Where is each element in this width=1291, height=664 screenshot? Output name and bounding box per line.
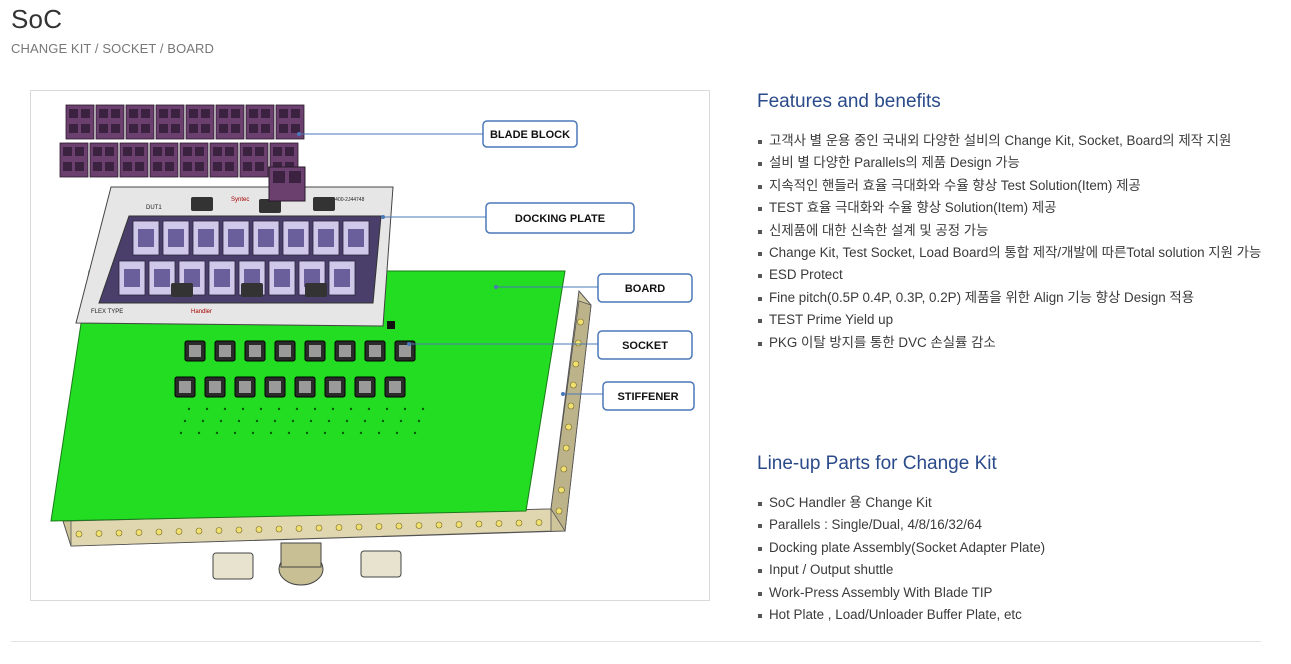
- plate-dut-label: DUT1: [146, 205, 162, 211]
- blade-module: [125, 104, 155, 140]
- blade-module: [95, 104, 125, 140]
- socket: [294, 376, 316, 398]
- lineup-list: SoC Handler 용 Change Kit Parallels : Sin…: [757, 492, 1262, 626]
- socket: [324, 376, 346, 398]
- page-title: SoC: [11, 4, 63, 34]
- callout-blade-block: BLADE BLOCK: [482, 120, 578, 148]
- blade-module: [155, 104, 185, 140]
- callout-docking-plate: DOCKING PLATE: [485, 202, 635, 234]
- list-item: TEST Prime Yield up: [757, 309, 1262, 331]
- socket: [274, 340, 296, 362]
- callout-stiffener-label: STIFFENER: [617, 391, 678, 403]
- callout-blade-block-label: BLADE BLOCK: [490, 129, 570, 141]
- blade-module: [215, 104, 245, 140]
- list-item: Docking plate Assembly(Socket Adapter Pl…: [757, 537, 1262, 559]
- socket: [304, 340, 326, 362]
- blade-module: [65, 104, 95, 140]
- features-title: Features and benefits: [757, 91, 941, 112]
- docking-plate: DUT1 Syntec TP5400-2J44748 FLEX TYPE Han…: [75, 186, 394, 327]
- blade-module: [239, 142, 269, 178]
- blade-block: [59, 104, 306, 202]
- list-item: 설비 별 다양한 Parallels의 제품 Design 가능: [757, 152, 1262, 174]
- blade-module: [149, 142, 179, 178]
- list-item: Input / Output shuttle: [757, 559, 1262, 581]
- list-item: 신제품에 대한 신속한 설계 및 공정 가능: [757, 220, 1262, 242]
- callout-docking-plate-label: DOCKING PLATE: [515, 213, 605, 225]
- socket: [174, 376, 196, 398]
- callout-board-label: BOARD: [625, 283, 665, 295]
- blade-module: [119, 142, 149, 178]
- socket: [214, 340, 236, 362]
- blade-module: [185, 104, 215, 140]
- list-item: Hot Plate , Load/Unloader Buffer Plate, …: [757, 604, 1262, 626]
- callout-board: BOARD: [597, 273, 693, 303]
- plate-cell: [312, 220, 340, 256]
- breadcrumb: CHANGE KIT / SOCKET / BOARD: [11, 41, 215, 56]
- board-pcb: [50, 270, 566, 522]
- blade-module: [209, 142, 239, 178]
- callout-socket-label: SOCKET: [622, 340, 668, 352]
- list-item: Parallels : Single/Dual, 4/8/16/32/64: [757, 514, 1262, 536]
- plate-cell: [282, 220, 310, 256]
- blade-module: [89, 142, 119, 178]
- list-item: SoC Handler 용 Change Kit: [757, 492, 1262, 514]
- plate-cell: [342, 220, 370, 256]
- list-item: ESD Protect: [757, 264, 1262, 286]
- socket: [384, 376, 406, 398]
- socket: [394, 340, 416, 362]
- plate-cell: [118, 260, 146, 296]
- blade-module: [59, 142, 89, 178]
- plate-brand-label: Syntec: [231, 197, 249, 203]
- plate-code-label: TP5400-2J44748: [326, 197, 365, 203]
- lineup-title: Line-up Parts for Change Kit: [757, 453, 997, 474]
- plate-cell: [268, 260, 296, 296]
- list-item: Work-Press Assembly With Blade TIP: [757, 582, 1262, 604]
- list-item: Change Kit, Test Socket, Load Board의 통합 …: [757, 242, 1262, 264]
- features-list: 고객사 별 운용 중인 국내외 다양한 설비의 Change Kit, Sock…: [757, 130, 1262, 354]
- plate-cell: [328, 260, 356, 296]
- blade-module: [245, 104, 275, 140]
- plate-cell: [252, 220, 280, 256]
- socket: [244, 340, 266, 362]
- socket: [334, 340, 356, 362]
- socket: [184, 340, 206, 362]
- list-item: TEST 효율 극대화와 수율 향상 Solution(Item) 제공: [757, 197, 1262, 219]
- socket: [204, 376, 226, 398]
- socket: [354, 376, 376, 398]
- plate-cell: [192, 220, 220, 256]
- list-item: 지속적인 핸들러 효율 극대화와 수율 향상 Test Solution(Ite…: [757, 175, 1262, 197]
- list-item: 고객사 별 운용 중인 국내외 다양한 설비의 Change Kit, Sock…: [757, 130, 1262, 152]
- plate-handler-label: Handler: [191, 309, 212, 315]
- callouts: BLADE BLOCK DOCKING PLATE BOARD SOCKET S…: [297, 120, 695, 411]
- plate-cell: [208, 260, 236, 296]
- product-diagram: DUT1 Syntec TP5400-2J44748 FLEX TYPE Han…: [30, 90, 710, 601]
- plate-cell: [162, 220, 190, 256]
- list-item: Fine pitch(0.5P 0.4P, 0.3P, 0.2P) 제품을 위한…: [757, 287, 1262, 309]
- exploded-assembly-illustration: DUT1 Syntec TP5400-2J44748 FLEX TYPE Han…: [50, 104, 695, 586]
- plate-cell: [222, 220, 250, 256]
- plate-cell: [132, 220, 160, 256]
- socket: [364, 340, 386, 362]
- plate-cell: [148, 260, 176, 296]
- socket: [264, 376, 286, 398]
- callout-socket: SOCKET: [597, 330, 693, 360]
- footer-divider: [11, 641, 1261, 642]
- callout-stiffener: STIFFENER: [602, 381, 695, 411]
- list-item: PKG 이탈 방지를 통한 DVC 손실률 감소: [757, 332, 1262, 354]
- plate-flex-label: FLEX TYPE: [91, 309, 123, 315]
- socket: [234, 376, 256, 398]
- blade-module: [179, 142, 209, 178]
